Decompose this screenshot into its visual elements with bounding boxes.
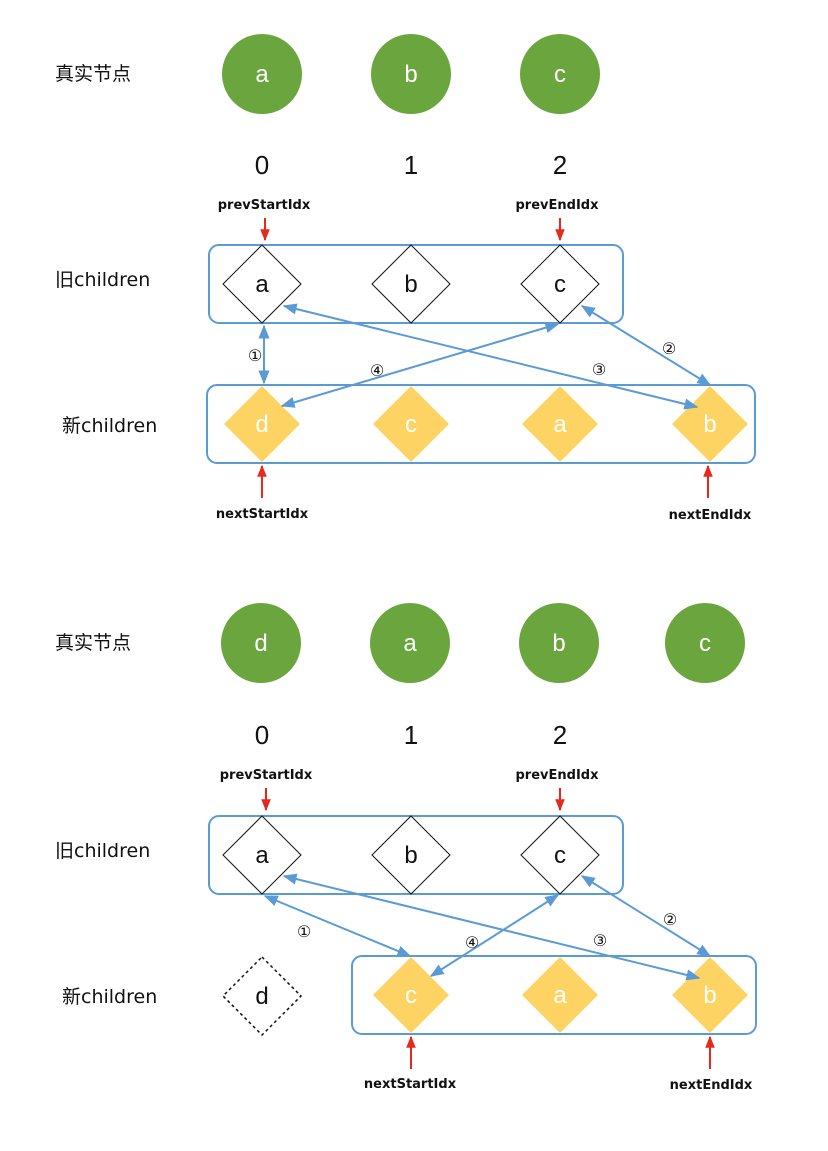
label-real-nodes: 真实节点 <box>55 63 131 85</box>
next-start-idx-label: nextStartIdx <box>364 1077 457 1092</box>
new-node-label: b <box>703 411 716 438</box>
index-label: 1 <box>404 150 418 180</box>
prev-end-idx-label: prevEndIdx <box>516 198 600 213</box>
new-node-label: a <box>553 411 567 438</box>
index-label: 1 <box>404 720 418 750</box>
step-label: ② <box>663 910 677 929</box>
moved-node-label: d <box>255 983 268 1010</box>
new-node: c <box>373 386 449 462</box>
old-node: a <box>222 815 302 895</box>
old-node-label: b <box>404 271 417 298</box>
new-node: d <box>224 386 300 462</box>
label-real-nodes: 真实节点 <box>55 632 131 654</box>
panel-1: 真实节点 旧children 新children a b c 0 1 2 pre… <box>55 34 756 523</box>
index-label: 2 <box>553 720 567 750</box>
label-old-children: 旧children <box>55 269 150 291</box>
new-node-label: c <box>405 982 417 1009</box>
old-node-label: a <box>255 271 269 298</box>
step-label: ④ <box>465 933 479 952</box>
old-node: a <box>222 244 302 324</box>
real-node: c <box>665 603 745 683</box>
label-old-children: 旧children <box>55 840 150 862</box>
new-node-label: d <box>255 411 268 438</box>
prev-end-idx-label: prevEndIdx <box>516 768 600 783</box>
next-start-idx-label: nextStartIdx <box>216 507 309 522</box>
compare-arrow-4 <box>280 322 560 408</box>
new-node-label: b <box>703 982 716 1009</box>
real-node: b <box>519 603 599 683</box>
real-node-label: c <box>699 630 711 657</box>
new-node: c <box>373 957 449 1033</box>
real-node-label: a <box>403 630 417 657</box>
compare-arrow-4 <box>429 894 560 977</box>
step-label: ① <box>297 922 311 941</box>
old-node: c <box>520 244 600 324</box>
old-node: c <box>520 815 600 895</box>
prev-start-idx-label: prevStartIdx <box>218 198 311 213</box>
real-node-label: a <box>255 61 269 88</box>
new-node: a <box>522 957 598 1033</box>
label-new-children: 新children <box>62 986 157 1008</box>
new-node: b <box>672 957 748 1033</box>
old-node: b <box>371 244 451 324</box>
new-node-label: c <box>405 411 417 438</box>
next-end-idx-label: nextEndIdx <box>669 508 752 523</box>
old-node: b <box>371 815 451 895</box>
index-label: 2 <box>553 150 567 180</box>
panel-2: 真实节点 旧children 新children d a b c 0 1 2 p… <box>55 603 757 1093</box>
compare-arrow-3 <box>282 873 701 981</box>
step-label: ③ <box>592 360 606 379</box>
prev-start-idx-label: prevStartIdx <box>220 768 313 783</box>
old-node-label: c <box>554 271 566 298</box>
index-label: 0 <box>255 150 269 180</box>
step-label: ③ <box>593 931 607 950</box>
old-node-label: a <box>255 842 269 869</box>
real-node-label: b <box>552 630 565 657</box>
real-node: a <box>222 34 302 114</box>
compare-arrow-3 <box>282 303 699 410</box>
new-node: b <box>672 386 748 462</box>
old-node-label: b <box>404 842 417 869</box>
step-label: ④ <box>370 361 384 380</box>
real-node: a <box>370 603 450 683</box>
new-node: a <box>522 386 598 462</box>
real-node: c <box>520 34 600 114</box>
next-end-idx-label: nextEndIdx <box>670 1078 753 1093</box>
index-label: 0 <box>255 720 269 750</box>
new-node-label: a <box>553 982 567 1009</box>
compare-arrow-1 <box>263 895 412 957</box>
label-new-children: 新children <box>62 415 157 437</box>
step-label: ② <box>662 339 676 358</box>
real-node-label: c <box>554 61 566 88</box>
old-node-label: c <box>554 842 566 869</box>
step-label: ① <box>248 346 262 365</box>
real-node: b <box>371 34 451 114</box>
real-node-label: b <box>404 61 417 88</box>
real-node-label: d <box>254 630 267 657</box>
moved-node: d <box>221 955 303 1037</box>
real-node: d <box>221 603 301 683</box>
